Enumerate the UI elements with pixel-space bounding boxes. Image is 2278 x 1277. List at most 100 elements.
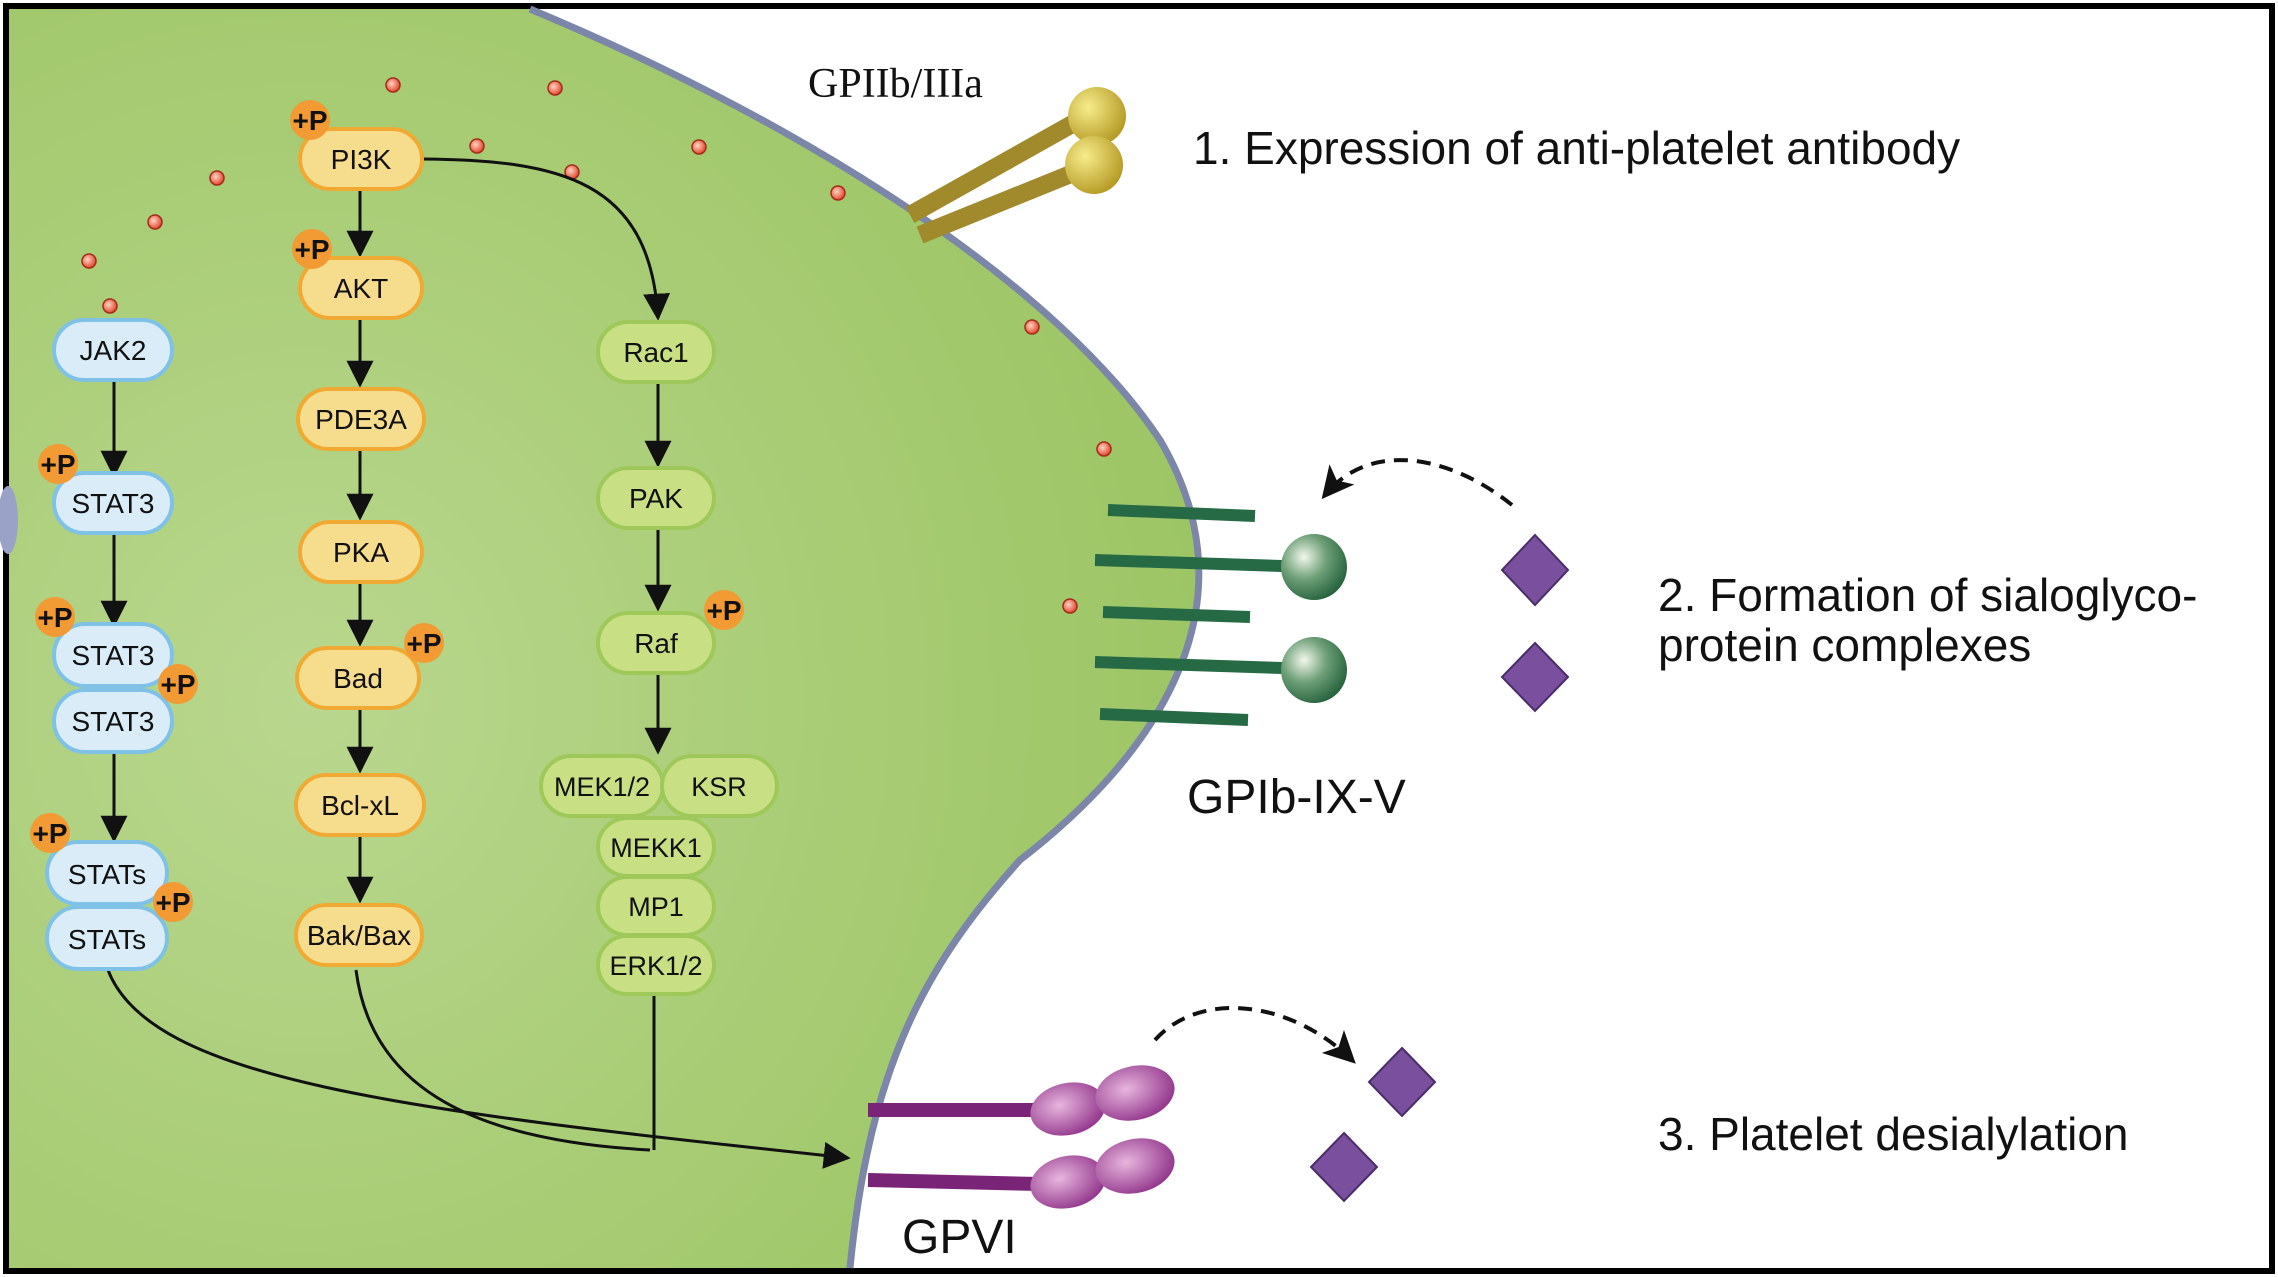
phospho-badge bbox=[35, 597, 75, 637]
mek-label: MEK1/2 bbox=[554, 772, 650, 802]
gpvi-receptor bbox=[867, 1065, 1175, 1209]
pathway-connectors bbox=[100, 157, 851, 1169]
bakbax-label: Bak/Bax bbox=[307, 920, 411, 951]
bad-label: Bad bbox=[333, 663, 383, 694]
vesicle-dot bbox=[102, 298, 118, 314]
gpvi-label: GPVI bbox=[902, 1211, 1017, 1264]
phospho-label: +P bbox=[40, 449, 75, 480]
gpvi-domain bbox=[1030, 1155, 1106, 1209]
stat3-dimer-label-b: STAT3 bbox=[72, 706, 155, 737]
vesicle-dot bbox=[209, 170, 225, 186]
phospho-label: +P bbox=[294, 234, 329, 265]
phospho-label: +P bbox=[32, 818, 67, 849]
bclxl-label: Bcl-xL bbox=[321, 790, 399, 821]
phospho-label: +P bbox=[292, 105, 327, 136]
pi3k-to-rac1-arrow bbox=[421, 157, 671, 321]
pi3k-node bbox=[298, 127, 424, 191]
diamond-marker bbox=[1500, 533, 1570, 607]
vesicle-dot bbox=[81, 253, 97, 269]
stat3-node bbox=[52, 471, 174, 535]
mp1-label: MP1 bbox=[628, 892, 684, 922]
mechanism-label-3: 3. Platelet desialylation bbox=[1658, 1108, 2129, 1160]
phospho-label: +P bbox=[406, 628, 441, 659]
phospho-badge bbox=[704, 590, 744, 630]
ksr-node bbox=[660, 754, 779, 818]
pka-label: PKA bbox=[333, 537, 389, 568]
mechanism-label-1: 1. Expression of anti-platelet antibody bbox=[1193, 122, 1960, 174]
bad-node bbox=[295, 646, 421, 710]
binding-dashed-arrow bbox=[1321, 458, 1514, 507]
ksr-label: KSR bbox=[691, 772, 747, 802]
stats-to-gpvi-arrow bbox=[106, 969, 851, 1169]
phosphorylation-badges: +P +P +P +P +P +P +P +P +P bbox=[30, 100, 744, 922]
vesicle-dots bbox=[81, 77, 1112, 614]
mechanism-label-2a: 2. Formation of sialoglyco- bbox=[1658, 569, 2197, 621]
vesicle-dot bbox=[1096, 441, 1112, 457]
gpiib-arm bbox=[905, 110, 1088, 223]
vesicle-dot bbox=[385, 77, 401, 93]
phospho-badge bbox=[38, 444, 78, 484]
gpib-receptor bbox=[1094, 504, 1347, 726]
phospho-badge bbox=[292, 229, 332, 269]
phospho-badge bbox=[158, 664, 198, 704]
gpiib-head bbox=[1068, 87, 1126, 145]
pak-label: PAK bbox=[629, 483, 683, 514]
phospho-badge bbox=[153, 882, 193, 922]
cell-membrane bbox=[528, 5, 1203, 1269]
stats-dimer-node bbox=[45, 905, 169, 971]
phospho-badge bbox=[404, 623, 444, 663]
gpiib-receptor bbox=[905, 87, 1126, 244]
vesicle-dot bbox=[547, 80, 563, 96]
phospho-label: +P bbox=[155, 887, 190, 918]
stats-dimer-node bbox=[45, 840, 169, 906]
gpib-bar bbox=[1094, 554, 1283, 572]
vesicle-dot bbox=[1062, 598, 1078, 614]
gpvi-domain bbox=[1095, 1138, 1175, 1194]
pde3a-label: PDE3A bbox=[315, 404, 407, 435]
phospho-badge bbox=[290, 100, 330, 140]
phospho-badge bbox=[30, 813, 70, 853]
akt-node bbox=[298, 256, 424, 320]
pi3k-label: PI3K bbox=[331, 144, 392, 175]
gpib-label: GPIb-IX-V bbox=[1187, 771, 1406, 824]
vesicle-dot bbox=[691, 139, 707, 155]
vesicle-dot bbox=[1024, 319, 1040, 335]
mechanism-label-2b: protein complexes bbox=[1658, 619, 2031, 671]
pka-node bbox=[298, 520, 424, 584]
pde3a-node bbox=[296, 387, 426, 451]
gpiib-label: GPIIb/IIIa bbox=[808, 61, 983, 107]
phospho-label: +P bbox=[160, 669, 195, 700]
rac1-node bbox=[596, 320, 716, 384]
stat3-dimer-node bbox=[52, 622, 174, 688]
vesicle-dot bbox=[469, 138, 485, 154]
pi3k-akt-pathway: PI3K AKT PDE3A PKA Bad Bcl-xL Bak/Bax bbox=[294, 127, 426, 967]
jak2-node bbox=[52, 318, 174, 382]
gpib-bar bbox=[1094, 656, 1283, 674]
gpiib-arm bbox=[916, 156, 1097, 244]
rac1-label: Rac1 bbox=[623, 337, 688, 368]
vesicle-dot bbox=[830, 185, 846, 201]
stat3-dimer-label-a: STAT3 bbox=[72, 640, 155, 671]
phospho-label: +P bbox=[706, 595, 741, 626]
erk-node bbox=[596, 934, 716, 996]
gpvi-domain bbox=[1030, 1082, 1106, 1136]
bakbax-to-gpvi-path bbox=[354, 969, 651, 1152]
stat3-label: STAT3 bbox=[72, 488, 155, 519]
rac-mapk-pathway: Rac1 PAK Raf MEK1/2 KSR MEKK1 MP1 ERK1/2 bbox=[539, 320, 779, 996]
akt-label: AKT bbox=[334, 273, 388, 304]
stats-dimer-label-b: STATs bbox=[68, 924, 146, 955]
gpib-head bbox=[1281, 637, 1347, 703]
diamond-marker bbox=[1500, 641, 1570, 713]
raf-node bbox=[596, 611, 716, 675]
release-dashed-arrow bbox=[1153, 1005, 1356, 1064]
phospho-label: +P bbox=[37, 602, 72, 633]
stats-dimer-label-a: STATs bbox=[68, 859, 146, 890]
diamond-marker bbox=[1367, 1046, 1437, 1118]
diamond-marker bbox=[1309, 1131, 1379, 1203]
sialoglycoprotein-diamonds bbox=[1309, 533, 1570, 1203]
bakbax-node bbox=[294, 903, 424, 967]
gpvi-stem bbox=[867, 1173, 1041, 1191]
gpib-bar bbox=[1099, 708, 1249, 726]
bclxl-node bbox=[294, 773, 426, 837]
